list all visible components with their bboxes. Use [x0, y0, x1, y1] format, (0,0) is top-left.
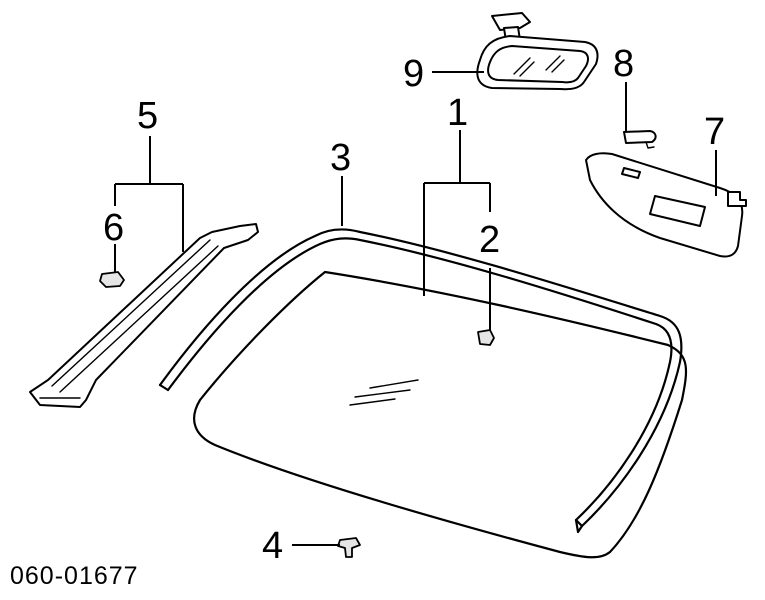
- lower-clip: [337, 537, 361, 558]
- moulding-clip: [477, 329, 495, 346]
- callout-7: 7: [704, 111, 725, 153]
- callout-4: 4: [262, 525, 283, 567]
- callout-6: 6: [103, 207, 124, 249]
- callout-1: 1: [447, 92, 468, 134]
- windshield-glass: [193, 270, 688, 559]
- callout-5: 5: [137, 95, 158, 137]
- rearview-mirror: [476, 12, 599, 91]
- callout-8: 8: [613, 43, 634, 85]
- visor-holder: [623, 130, 657, 149]
- garnish-clip: [99, 271, 125, 288]
- callout-2: 2: [479, 219, 500, 261]
- pillar-garnish: [29, 223, 259, 408]
- sun-visor: [585, 152, 747, 258]
- callout-3: 3: [330, 137, 351, 179]
- diagram-code: 060-01677: [10, 562, 139, 590]
- windshield-moulding: [158, 228, 683, 534]
- leader-lines: [114, 71, 717, 546]
- callout-9: 9: [403, 53, 424, 95]
